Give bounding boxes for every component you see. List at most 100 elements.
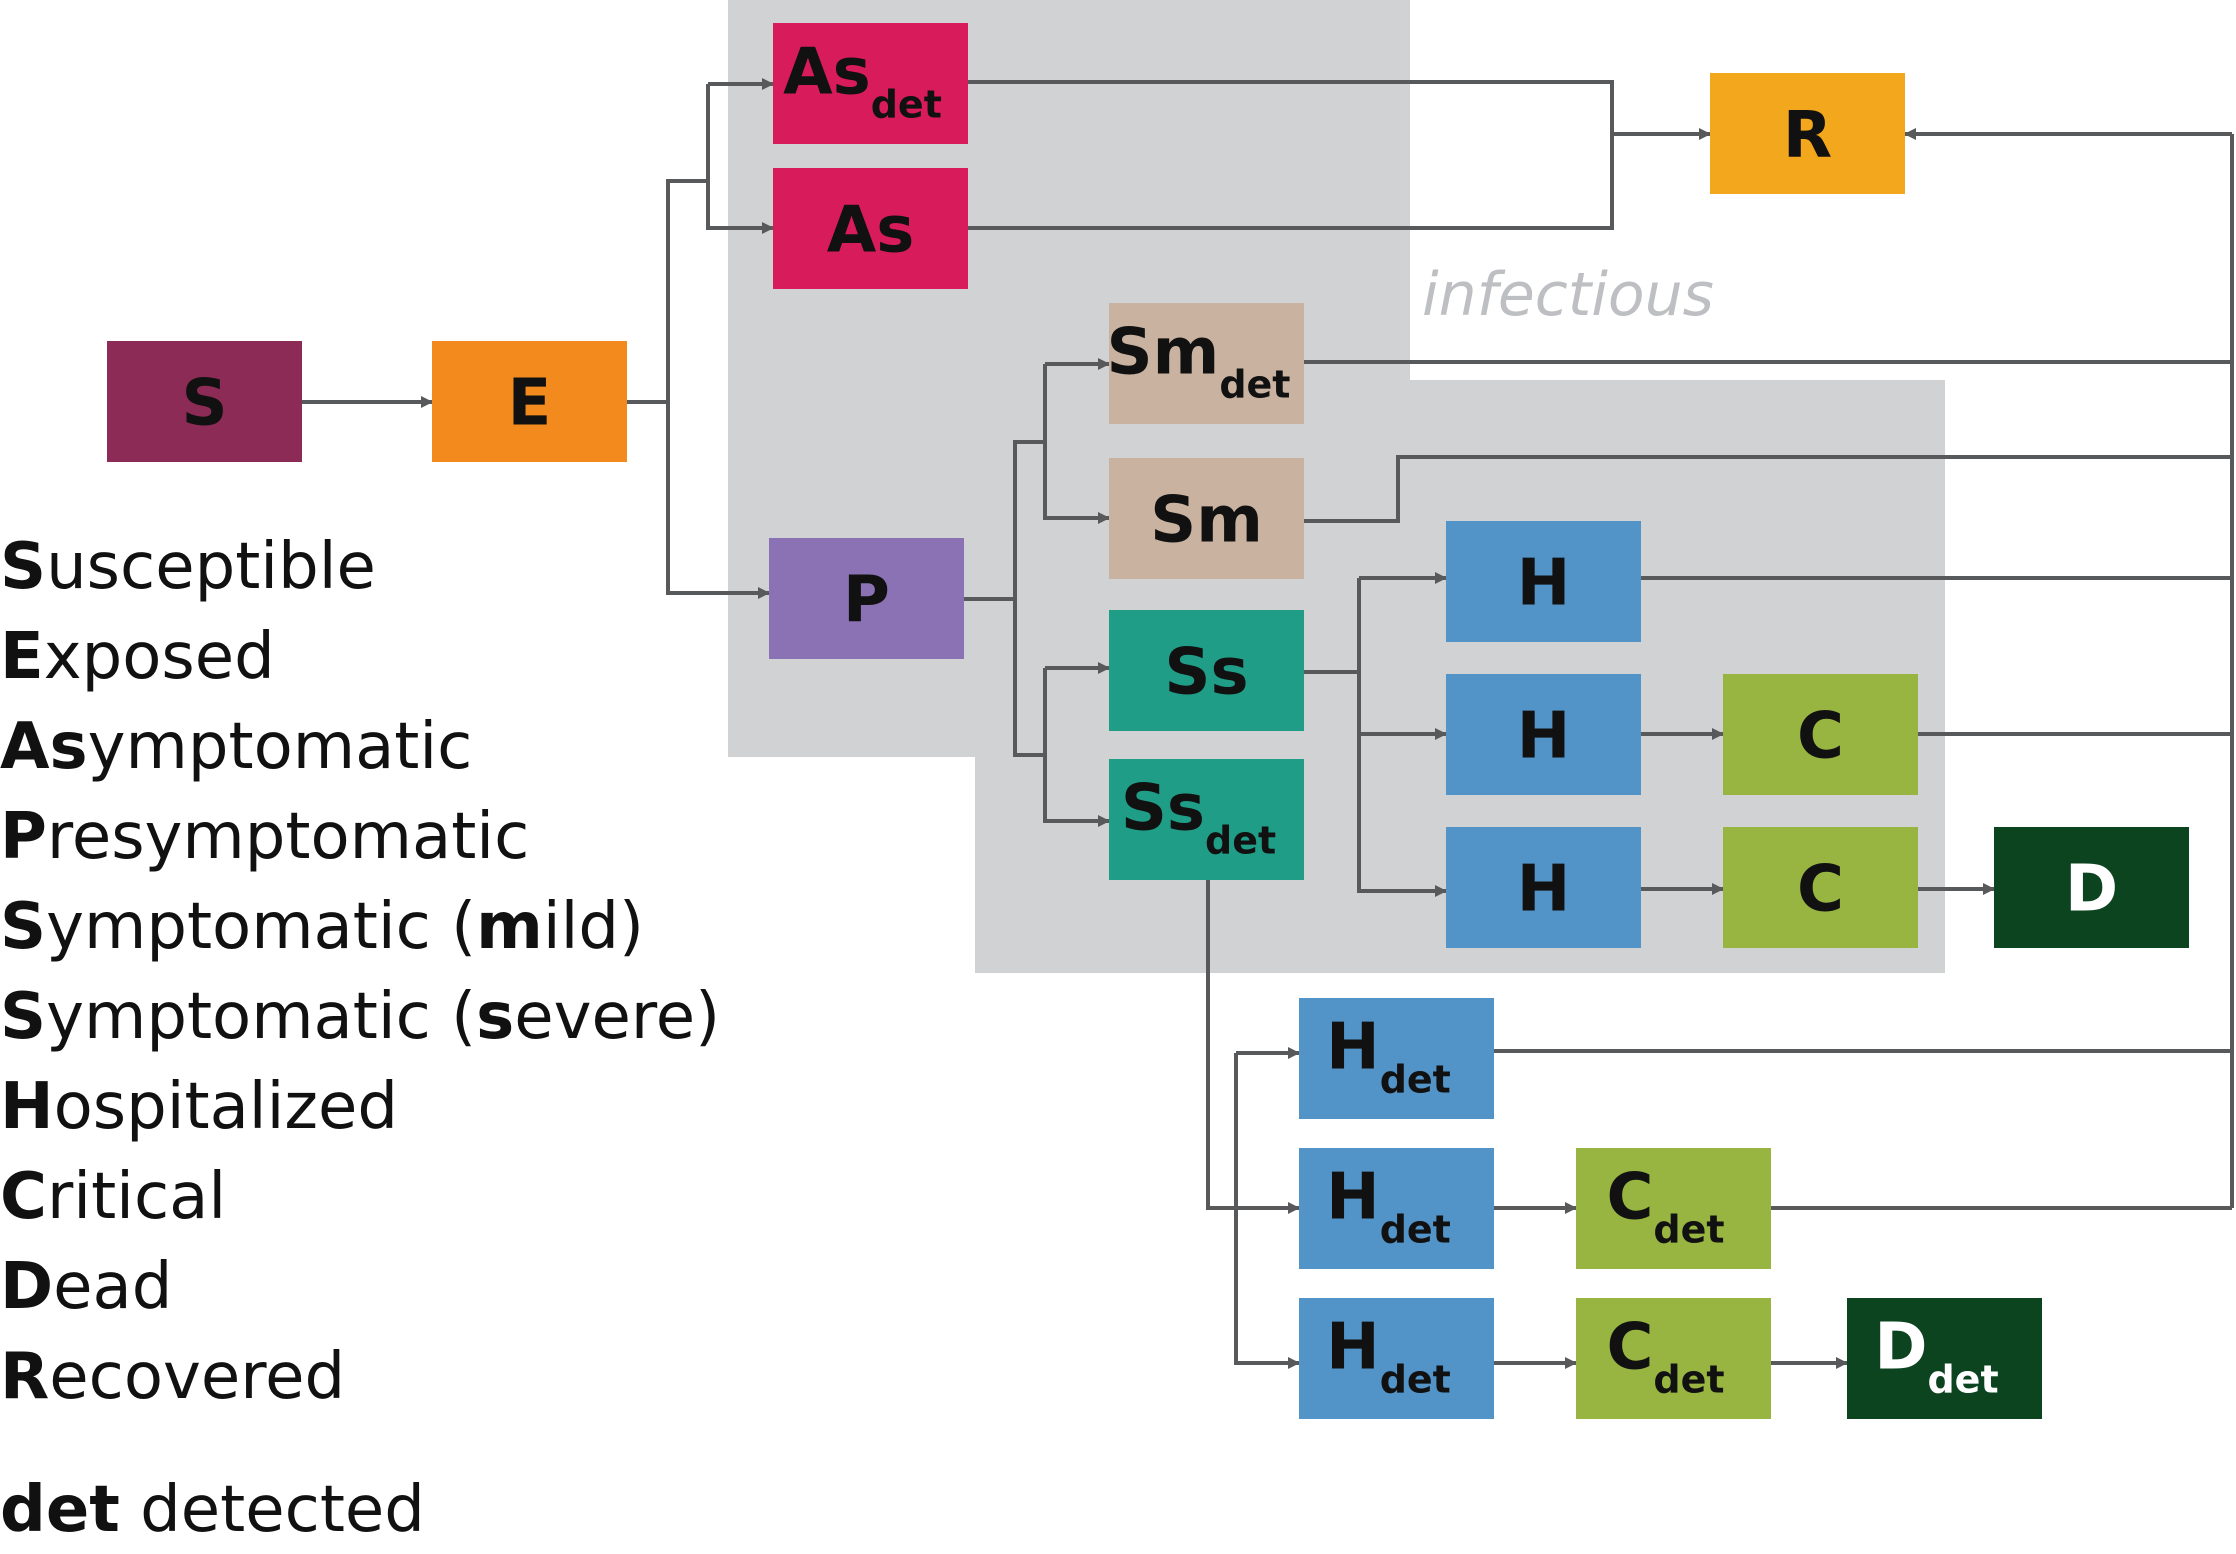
node-h1: H [1446,521,1641,642]
node-ss: Ss [1109,610,1304,731]
legend-item: Dead [0,1242,720,1332]
node-box [107,341,302,462]
arrow-to-as [706,181,774,234]
legend-item: Symptomatic (mild) [0,882,720,972]
legend-item: Asymptomatic [0,702,720,792]
node-label: R [1783,99,1832,173]
legend-text: ead [53,1250,173,1324]
legend-item: Hospitalized [0,1062,720,1152]
node-subscript: det [1653,1208,1724,1252]
node-main-text: H [1326,1011,1380,1085]
det-note-abbrev: det [0,1473,120,1547]
legend-abbrev: S [0,980,47,1054]
node-as: As [773,168,968,289]
node-label: P [843,564,890,638]
node-label: D [2065,853,2118,927]
arrow-to-h3 [1357,734,1447,897]
legend-text: usceptible [46,530,376,604]
legend-text: ecovered [49,1340,346,1414]
node-hdet3: Hdet [1299,1298,1494,1419]
arrow-to-p [666,402,770,599]
node-subscript: det [1219,363,1290,407]
legend-text: ymptomatic ( [46,980,477,1054]
node-main-text: H [1326,1311,1380,1385]
legend-abbrev: C [0,1160,47,1234]
node-p: P [769,538,964,659]
line-sm-to-bus [1304,455,2232,523]
node-box [1723,674,1918,795]
node-box [773,168,968,289]
node-label: Hdet [1326,1011,1451,1102]
node-label: H [1517,853,1571,927]
det-legend-note: det detected [0,1470,425,1550]
node-box [773,23,968,144]
node-box [1109,303,1304,424]
line-p-lower [1013,599,1047,757]
node-label: E [508,367,552,441]
node-ss-det: Ssdet [1109,759,1304,880]
legend-item: Critical [0,1152,720,1242]
line-e-branch [627,84,710,404]
node-box [1723,827,1918,948]
node-main-text: D [1874,1311,1927,1385]
det-note-text: detected [119,1473,425,1547]
legend-abbrev: H [0,1070,54,1144]
legend-item: Susceptible [0,522,720,612]
node-label: Ddet [1874,1311,1998,1402]
node-label: Sm [1150,484,1263,558]
node-h3: H [1446,827,1641,948]
node-box [1299,1148,1494,1269]
node-ddet3: Ddet [1847,1298,2042,1419]
node-label: Hdet [1326,1311,1451,1402]
node-subscript: det [1380,1058,1451,1102]
node-label: Hdet [1326,1161,1451,1252]
node-label: H [1517,547,1571,621]
node-box [1109,610,1304,731]
line-as-to-r [968,134,1614,230]
legend-abbrev: D [0,1250,54,1324]
legend-abbrev: S [0,530,47,604]
legend-abbrev-inner: m [476,890,543,964]
node-label: H [1517,700,1571,774]
line-ss-det-down [1206,880,1238,1210]
node-label: Cdet [1606,1161,1724,1252]
node-subscript: det [1380,1358,1451,1402]
node-box [432,341,627,462]
node-subscript: det [871,83,942,127]
node-box [1710,73,1905,194]
node-as-det: Asdet [773,23,968,144]
legend-text: resymptomatic [46,800,530,874]
node-label: As [827,194,915,268]
node-subscript: det [1380,1208,1451,1252]
node-e: E [432,341,627,462]
node-box [1576,1298,1771,1419]
node-subscript: det [1927,1358,1998,1402]
node-d3: D [1994,827,2189,948]
arrow-to-ss-det [1043,755,1110,827]
node-label: S [181,367,227,441]
node-main-text: Ss [1121,772,1205,846]
node-main-text: H [1326,1161,1380,1235]
arrow-to-h-det3 [1234,1208,1300,1369]
node-box [1847,1298,2042,1419]
legend-abbrev: S [0,890,47,964]
arrow-to-sm [1043,442,1110,524]
node-c2: C [1723,674,1918,795]
node-c3: C [1723,827,1918,948]
node-label: Ss [1164,636,1248,710]
node-main-text: As [783,36,871,110]
node-h2: H [1446,674,1641,795]
node-label: Asdet [783,36,942,127]
legend-abbrev: E [0,620,44,694]
node-box [1446,674,1641,795]
node-box [1109,759,1304,880]
node-main-text: Sm [1107,316,1220,390]
legend-text-tail: evere) [514,980,721,1054]
infectious-label: infectious [1422,260,1714,330]
node-sm: Sm [1109,458,1304,579]
node-s: S [107,341,302,462]
node-main-text: C [1606,1161,1653,1235]
